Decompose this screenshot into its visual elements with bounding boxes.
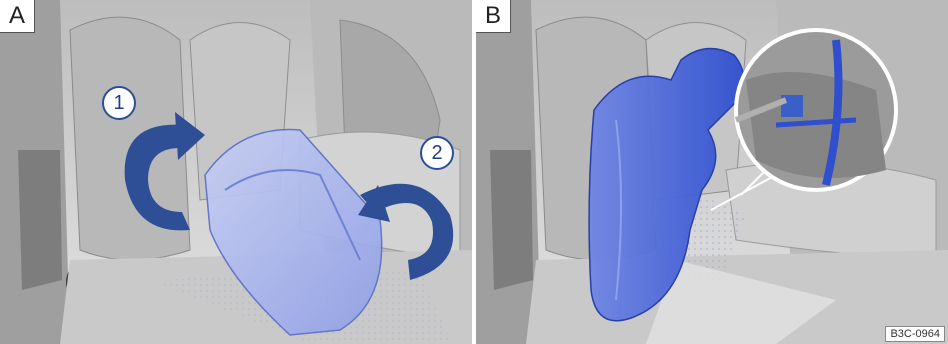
panel-b: B B3C-0964	[476, 0, 948, 344]
panel-b-illustration	[476, 0, 948, 344]
panel-a: A 1 2	[0, 0, 472, 344]
panel-b-label: B	[476, 0, 511, 33]
panel-a-label: A	[0, 0, 35, 33]
panel-a-illustration	[0, 0, 472, 344]
figure-code: B3C-0964	[885, 326, 945, 342]
step-2-marker: 2	[420, 136, 454, 170]
step-1-marker: 1	[102, 86, 136, 120]
